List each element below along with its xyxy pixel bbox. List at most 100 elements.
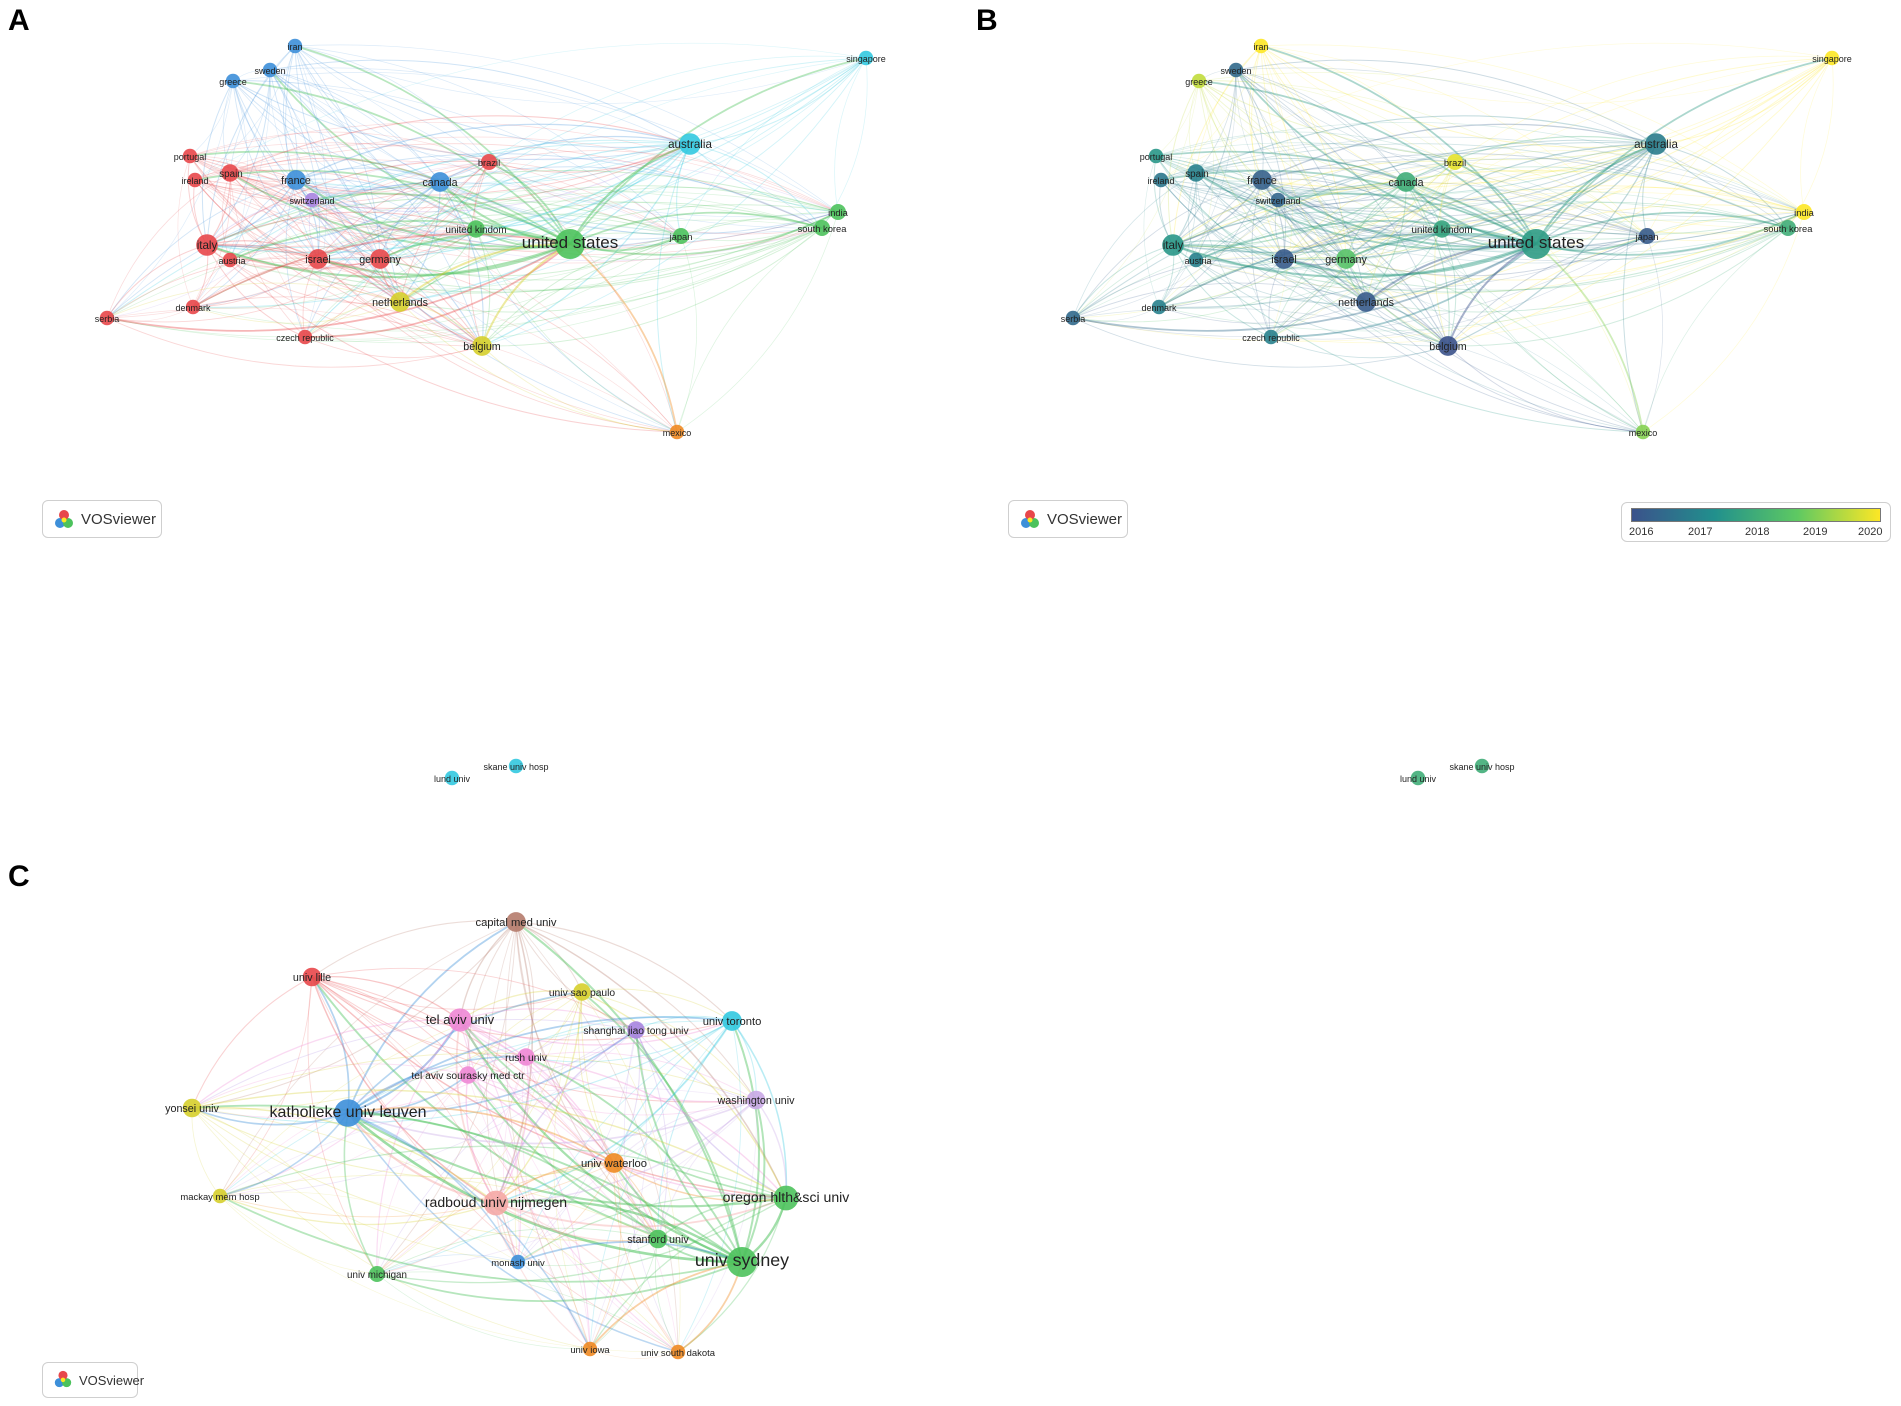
node-univ-waterloo[interactable] <box>604 1153 624 1173</box>
node-sweden[interactable] <box>1228 62 1244 78</box>
node-canada[interactable] <box>1396 172 1416 192</box>
network-link <box>1270 219 1789 338</box>
node-univ-sydney[interactable] <box>727 1247 757 1277</box>
node-austria[interactable] <box>1188 252 1204 268</box>
node-greece[interactable] <box>225 73 241 89</box>
node-australia[interactable] <box>1645 133 1667 155</box>
node-israel[interactable] <box>308 249 328 269</box>
node-univ-south-dakota[interactable] <box>670 1344 686 1360</box>
node-india[interactable] <box>829 203 847 221</box>
network-link <box>294 45 682 237</box>
node-netherlands[interactable] <box>1356 292 1376 312</box>
node-brazil[interactable] <box>480 153 498 171</box>
node-stanford-univ[interactable] <box>648 1229 668 1249</box>
node-lund-univ[interactable] <box>444 770 460 786</box>
vosviewer-badge-c[interactable]: VOSviewer <box>42 1362 144 1398</box>
network-link <box>517 1162 615 1263</box>
node-serbia[interactable] <box>99 310 115 326</box>
network-link <box>515 921 757 1101</box>
network-link <box>1158 233 1537 308</box>
node-spain[interactable] <box>221 164 239 182</box>
node-belgium[interactable] <box>1438 336 1458 356</box>
node-japan[interactable] <box>672 227 690 245</box>
network-link <box>1454 55 1833 163</box>
network-link <box>347 991 583 1114</box>
node-italy[interactable] <box>196 234 218 256</box>
node-capital-med-univ[interactable] <box>506 912 526 932</box>
node-serbia[interactable] <box>1065 310 1081 326</box>
node-australia[interactable] <box>679 133 701 155</box>
network-link <box>1072 307 1644 433</box>
node-mexico[interactable] <box>669 424 685 440</box>
node-france[interactable] <box>286 170 306 190</box>
node-univ-lille[interactable] <box>302 967 322 987</box>
node-united-kindom[interactable] <box>1433 220 1451 238</box>
node-portugal[interactable] <box>182 148 198 164</box>
network-link <box>613 1162 679 1353</box>
node-singapore[interactable] <box>1824 50 1840 66</box>
node-iran[interactable] <box>287 38 303 54</box>
node-tel-aviv-sourasky-med-ctr[interactable] <box>459 1066 477 1084</box>
node-univ-michigan[interactable] <box>368 1265 386 1283</box>
node-univ-sao-paulo[interactable] <box>573 983 591 1001</box>
node-germany[interactable] <box>370 249 390 269</box>
node-rush-univ[interactable] <box>517 1048 535 1066</box>
node-oregon-hlth-sci-univ[interactable] <box>773 1185 799 1211</box>
network-link <box>495 1199 743 1264</box>
node-mexico[interactable] <box>1635 424 1651 440</box>
node-lund-univ[interactable] <box>1410 770 1426 786</box>
node-japan[interactable] <box>1638 227 1656 245</box>
network-link <box>517 1020 733 1263</box>
node-israel[interactable] <box>1274 249 1294 269</box>
network-link <box>1195 199 1279 261</box>
node-brazil[interactable] <box>1446 153 1464 171</box>
node-univ-toronto[interactable] <box>722 1011 742 1031</box>
node-south-korea[interactable] <box>813 219 831 237</box>
node-france[interactable] <box>1252 170 1272 190</box>
node-portugal[interactable] <box>1148 148 1164 164</box>
node-monash-univ[interactable] <box>510 1254 526 1270</box>
node-united-states[interactable] <box>1521 229 1551 259</box>
node-sweden[interactable] <box>262 62 278 78</box>
node-denmark[interactable] <box>1151 299 1167 315</box>
node-switzerland[interactable] <box>1270 192 1286 208</box>
node-iran[interactable] <box>1253 38 1269 54</box>
node-canada[interactable] <box>430 172 450 192</box>
node-skane-univ-hosp[interactable] <box>508 758 524 774</box>
node-yonsei-univ[interactable] <box>182 1098 202 1118</box>
node-united-kindom[interactable] <box>467 220 485 238</box>
vosviewer-badge-b[interactable]: VOSviewer <box>1008 500 1128 538</box>
network-link <box>191 1107 349 1126</box>
node-univ-iowa[interactable] <box>582 1341 598 1357</box>
node-austria[interactable] <box>222 252 238 268</box>
network-link <box>654 1238 679 1353</box>
node-katholieke-univ-leuven[interactable] <box>334 1099 362 1127</box>
node-washington-univ[interactable] <box>746 1090 766 1110</box>
node-spain[interactable] <box>1187 164 1205 182</box>
node-label-united-kindom: united kindom <box>446 225 507 236</box>
node-switzerland[interactable] <box>304 192 320 208</box>
node-label-italy: italy <box>197 239 218 252</box>
node-mackay-mem-hosp[interactable] <box>212 1188 228 1204</box>
node-czech-republic[interactable] <box>297 329 313 345</box>
network-link <box>459 1019 659 1240</box>
node-germany[interactable] <box>1336 249 1356 269</box>
node-czech-republic[interactable] <box>1263 329 1279 345</box>
node-shanghai-jiao-tong-univ[interactable] <box>627 1021 645 1039</box>
node-netherlands[interactable] <box>390 292 410 312</box>
node-greece[interactable] <box>1191 73 1207 89</box>
node-tel-aviv-univ[interactable] <box>448 1008 472 1032</box>
node-south-korea[interactable] <box>1779 219 1797 237</box>
node-belgium[interactable] <box>472 336 492 356</box>
vosviewer-badge-a[interactable]: VOSviewer <box>42 500 162 538</box>
network-link <box>229 172 682 252</box>
node-ireland[interactable] <box>187 172 203 188</box>
node-singapore[interactable] <box>858 50 874 66</box>
node-india[interactable] <box>1795 203 1813 221</box>
node-skane-univ-hosp[interactable] <box>1474 758 1490 774</box>
node-denmark[interactable] <box>185 299 201 315</box>
node-united-states[interactable] <box>555 229 585 259</box>
node-ireland[interactable] <box>1153 172 1169 188</box>
node-italy[interactable] <box>1162 234 1184 256</box>
node-radboud-univ-nijmegen[interactable] <box>483 1190 509 1216</box>
